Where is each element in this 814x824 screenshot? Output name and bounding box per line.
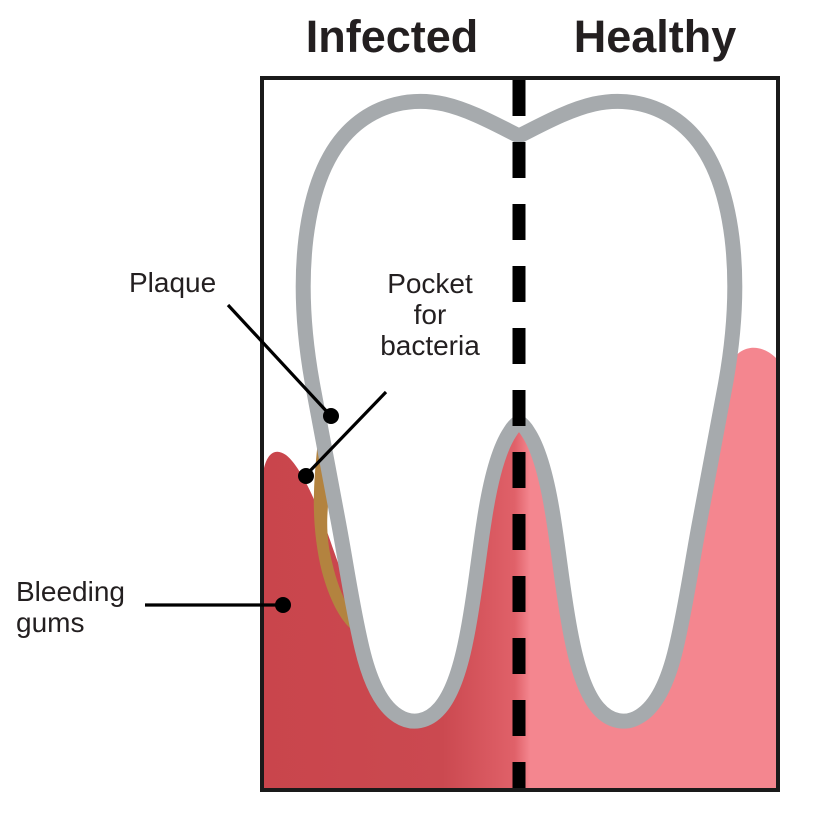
plaque-leader-line	[226, 303, 332, 417]
callout-plaque: Plaque	[129, 267, 339, 424]
heading-infected: Infected	[306, 11, 479, 62]
pocket-leader-line	[305, 390, 388, 476]
plaque-leader-dot	[323, 408, 339, 424]
pocket-label-line-1: Pocket	[387, 268, 473, 299]
pocket-label-line-3: bacteria	[380, 330, 480, 361]
heading-healthy: Healthy	[574, 11, 737, 62]
pocket-leader-dot	[298, 468, 314, 484]
diagram-frame	[260, 76, 780, 792]
callout-pocket-for-bacteria: Pocket for bacteria	[298, 268, 480, 484]
illustration-group	[264, 80, 776, 788]
plaque-label: Plaque	[129, 267, 216, 298]
bleeding-gums-label-line-1: Bleeding	[16, 576, 125, 607]
pocket-label-line-2: for	[414, 299, 447, 330]
callout-bleeding-gums: Bleeding gums	[16, 576, 291, 638]
bleeding-gums-leader-dot	[275, 597, 291, 613]
bleeding-gums-label-line-2: gums	[16, 607, 84, 638]
